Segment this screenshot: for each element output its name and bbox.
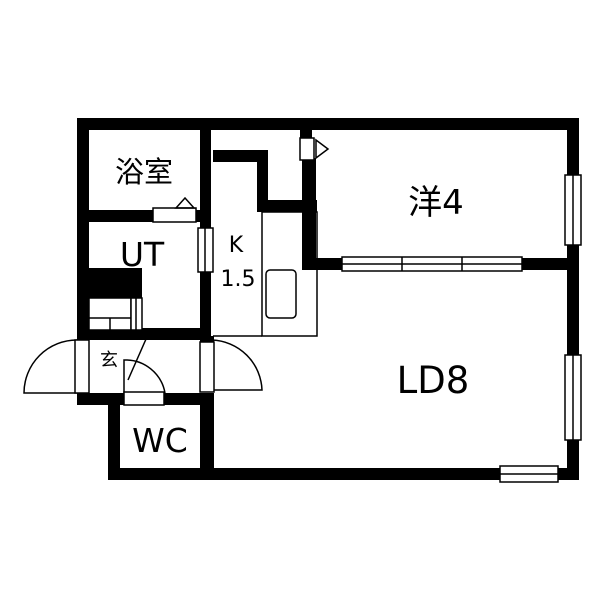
bedroom-door-triangle (315, 138, 330, 160)
room-label-bath: 浴室 (115, 155, 173, 189)
bath-door-triangle (174, 196, 196, 209)
ld-door-arc (211, 339, 263, 391)
room-label-entrance: 玄 (100, 350, 118, 371)
room-label-bedroom: 洋4 (408, 183, 464, 223)
entrance-door-arc (23, 339, 78, 394)
room-label-toilet: WC (132, 421, 188, 460)
windows (88, 137, 582, 483)
room-label-kitchen-size: 1.5 (221, 267, 256, 292)
doors (23, 329, 263, 406)
room-label-kitchen: K (229, 233, 244, 258)
kitchen-fixtures (213, 211, 318, 337)
room-label-utility: UT (120, 235, 165, 274)
room-label-living: LD8 (397, 359, 470, 402)
toilet-door-arc (123, 359, 166, 394)
